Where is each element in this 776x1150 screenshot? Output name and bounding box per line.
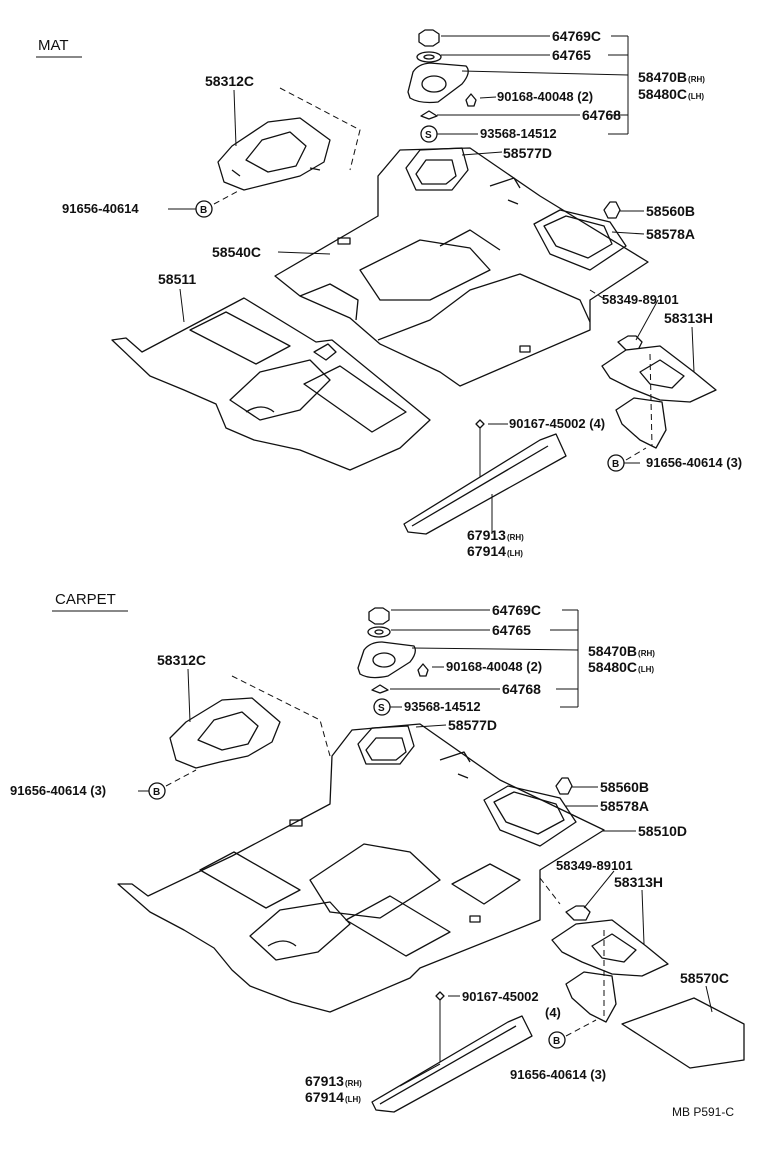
label-58540c: 58540C [212, 244, 261, 260]
mat-floor-58540c: 58540C 58577D [212, 145, 649, 387]
label-91656-40614-3-right: 91656-40614 (3) [646, 455, 742, 470]
ring-64765-shape [367, 626, 391, 638]
carpet-58510d-shape [117, 723, 605, 1013]
label-58560b: 58560B [600, 779, 649, 795]
bracket-58313h-shape [601, 345, 717, 403]
label-90167-45002-qty: (4) [545, 1005, 561, 1020]
mat-scuff-plate: 90167-45002 (4) 67913(RH) 67914(LH) [403, 416, 605, 559]
mat-58570c-shape [621, 997, 745, 1069]
bolt-symbol-label: B [200, 205, 207, 216]
mat-bracket-58313h: 58349-89101 58313H B 91656-40614 (3) [589, 289, 742, 472]
clip-64768-shape [371, 684, 389, 694]
carpet-mat-58570c: 58570C [621, 970, 745, 1069]
mat-plug-cluster: 58560B 58578A [603, 201, 695, 242]
bracket-58312c-shape [217, 117, 331, 191]
label-90167-45002-4: 90167-45002 (4) [509, 416, 605, 431]
carpet-58510d: 58577D 58510D [117, 717, 687, 1013]
label-64768: 64768 [582, 107, 621, 123]
bezel-58470b-shape [357, 641, 416, 679]
carpet-shift-boot-cluster: S 64769C 64765 58470B(RH) 58480C(LH) 901… [357, 602, 655, 716]
label-58510d: 58510D [638, 823, 687, 839]
bolt-symbol-label: B [153, 787, 160, 798]
clip-90168-shape [465, 93, 477, 107]
label-90168-40048: 90168-40048 (2) [497, 89, 593, 104]
label-91656-40614-3-left: 91656-40614 (3) [10, 783, 106, 798]
mat-floor-58511: 58511 [111, 271, 431, 471]
label-58511: 58511 [158, 271, 196, 287]
label-58480c: 58480C(LH) [638, 86, 704, 102]
label-67913: 67913(RH) [305, 1073, 362, 1089]
ring-64765-shape [416, 51, 442, 63]
bolt-symbol-label: B [612, 459, 619, 470]
label-58313h: 58313H [614, 874, 663, 890]
carpet-bracket-58312c: 58312C B 91656-40614 (3) [10, 652, 331, 800]
bezel-58470b-shape [407, 62, 469, 104]
label-58312c: 58312C [157, 652, 206, 668]
label-91656-40614-left: 91656-40614 [62, 201, 139, 216]
label-93568-14512: 93568-14512 [404, 699, 481, 714]
label-67914: 67914(LH) [467, 543, 523, 559]
floor-mat-58511-shape [111, 297, 431, 471]
mat-section: MAT S 64769C 64765 [36, 28, 742, 559]
screw-symbol-label: S [425, 130, 432, 141]
screw-90167-shape [435, 991, 445, 1001]
mat-bracket-58312c: 58312C B 91656-40614 [62, 73, 361, 218]
plug-58560b-shape [603, 201, 621, 219]
diagram-reference-code: MB P591-C [672, 1105, 734, 1119]
section-title-mat: MAT [38, 37, 69, 54]
plug-58560b-shape [555, 777, 573, 795]
label-58313h: 58313H [664, 310, 713, 326]
label-58560b: 58560B [646, 203, 695, 219]
section-title-carpet: CARPET [55, 591, 116, 608]
screw-symbol-label: S [378, 703, 385, 714]
label-58470b: 58470B(RH) [588, 643, 655, 659]
bolt-symbol-label: B [553, 1036, 560, 1047]
bolt-symbol-91656-right [548, 1031, 566, 1049]
label-58577d: 58577D [448, 717, 497, 733]
clip-90168-shape [417, 663, 429, 677]
mat-shift-boot-cluster: S 64769C 64765 58470B(RH) 58480C(LH) 901… [407, 28, 705, 143]
floor-mat-58540c-shape [274, 147, 649, 387]
label-58570c: 58570C [680, 970, 729, 986]
carpet-scuff-plate: 90167-45002 (4) 67913(RH) 67914(LH) [305, 989, 561, 1113]
bracket-58313h-shape [551, 919, 669, 977]
carpet-section: CARPET S 64769C 64765 584 [10, 591, 745, 1119]
carpet-plug-cluster: 58560B 58578A [555, 777, 649, 814]
label-58312c: 58312C [205, 73, 254, 89]
label-58349-89101: 58349-89101 [556, 858, 633, 873]
label-58578a: 58578A [600, 798, 649, 814]
cap-64769c-shape [418, 29, 440, 47]
clip-64768-shape [420, 110, 438, 120]
label-90168-40048: 90168-40048 (2) [446, 659, 542, 674]
label-91656-40614-3-right: 91656-40614 (3) [510, 1067, 606, 1082]
label-93568-14512: 93568-14512 [480, 126, 557, 141]
label-58480c: 58480C(LH) [588, 659, 654, 675]
label-64769c: 64769C [492, 602, 541, 618]
label-67913: 67913(RH) [467, 527, 524, 543]
label-67914: 67914(LH) [305, 1089, 361, 1105]
pad-58349-89101-shape [565, 905, 591, 921]
screw-90167-shape [475, 419, 485, 429]
bracket-58312c-shape [169, 697, 281, 769]
label-58349-89101: 58349-89101 [602, 292, 679, 307]
label-90167-45002: 90167-45002 [462, 989, 539, 1004]
label-58577d: 58577D [503, 145, 552, 161]
label-64769c: 64769C [552, 28, 601, 44]
label-64765: 64765 [552, 47, 591, 63]
cap-64769c-shape [368, 607, 390, 625]
carpet-bracket-58313h: 58349-89101 58313H B 91656-40614 (3) [510, 858, 669, 1082]
label-64768: 64768 [502, 681, 541, 697]
label-64765: 64765 [492, 622, 531, 638]
label-58470b: 58470B(RH) [638, 69, 705, 85]
label-58578a: 58578A [646, 226, 695, 242]
